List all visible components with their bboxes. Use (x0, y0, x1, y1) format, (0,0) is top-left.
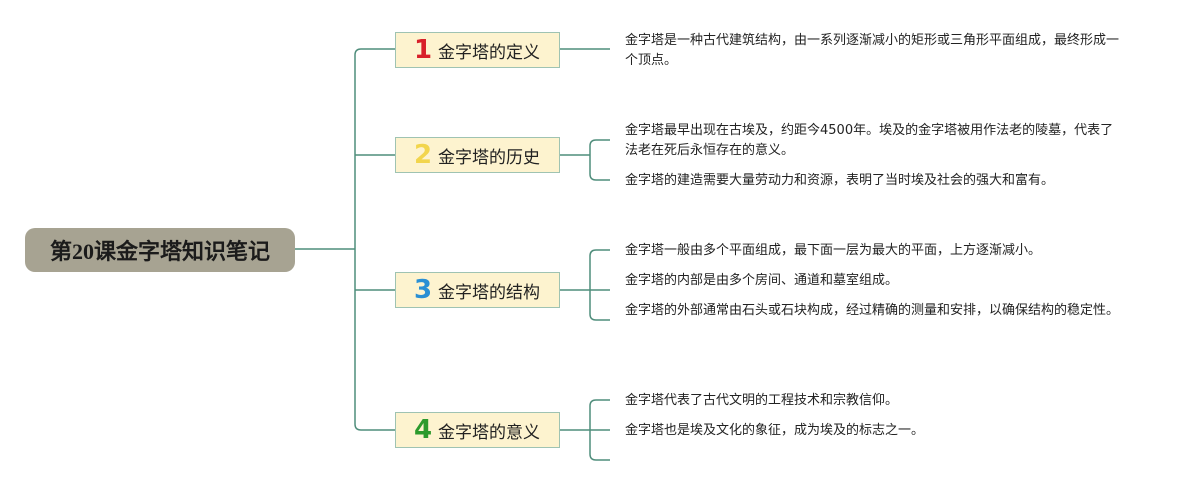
note-structure-3[interactable]: 金字塔的外部通常由石头或石块构成，经过精确的测量和安排，以确保结构的稳定性。 (625, 303, 1120, 318)
note-structure-1[interactable]: 金字塔一般由多个平面组成，最下面一层为最大的平面，上方逐渐减小。 (625, 243, 1042, 258)
topic-label: 金字塔的结构 (438, 282, 540, 303)
note-connector (589, 249, 610, 321)
number-1-icon: 1 (414, 35, 433, 65)
trunk-line (354, 48, 395, 431)
note-definition-1[interactable]: 金字塔是一种古代建筑结构，由一系列逐渐减小的矩形或三角形平面组成，最终形成一个顶… (625, 33, 1120, 68)
topic-history[interactable]: 2 金字塔的历史 (395, 137, 560, 173)
topic-significance[interactable]: 4 金字塔的意义 (395, 412, 560, 448)
topic-structure[interactable]: 3 金字塔的结构 (395, 272, 560, 308)
root-topic[interactable]: 第20课金字塔知识笔记 (25, 228, 295, 272)
topic-label: 金字塔的意义 (438, 422, 540, 443)
note-history-1[interactable]: 金字塔最早出现在古埃及，约距今4500年。埃及的金字塔被用作法老的陵墓，代表了法… (625, 123, 1114, 158)
topic-label: 金字塔的历史 (438, 147, 540, 168)
note-significance-2[interactable]: 金字塔也是埃及文化的象征，成为埃及的标志之一。 (625, 423, 925, 438)
note-significance-1[interactable]: 金字塔代表了古代文明的工程技术和宗教信仰。 (625, 393, 899, 408)
topic-label: 金字塔的定义 (438, 42, 540, 63)
note-structure-2[interactable]: 金字塔的内部是由多个房间、通道和墓室组成。 (625, 273, 899, 288)
number-4-icon: 4 (414, 415, 433, 445)
note-history-2[interactable]: 金字塔的建造需要大量劳动力和资源，表明了当时埃及社会的强大和富有。 (625, 173, 1055, 188)
number-3-icon: 3 (414, 275, 433, 305)
topic-definition[interactable]: 1 金字塔的定义 (395, 32, 560, 68)
number-2-icon: 2 (414, 140, 433, 170)
note-connector (589, 139, 610, 181)
